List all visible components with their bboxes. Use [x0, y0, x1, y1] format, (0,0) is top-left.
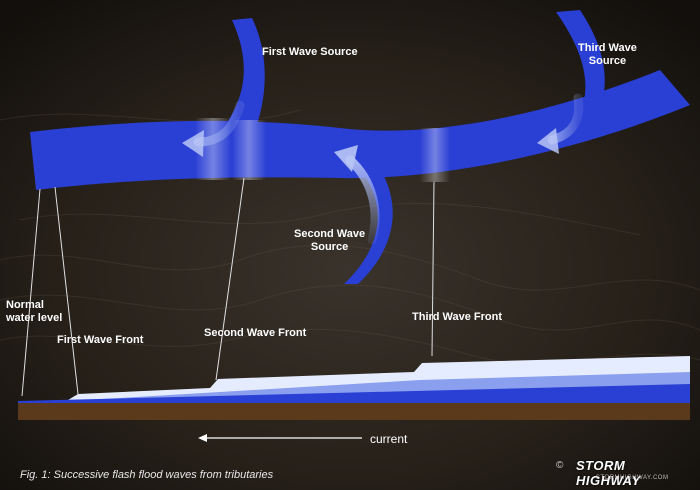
leader-third-front	[431, 181, 435, 357]
third-wave-source-line2: Source	[588, 55, 627, 67]
logo-brand-text: STORM HIGHWAY	[576, 458, 641, 488]
second-wave-source-line2: Source	[310, 241, 349, 253]
copyright-symbol: ©	[556, 460, 564, 471]
first-wave-source-stream	[222, 18, 265, 138]
second-wave-arrow	[345, 155, 380, 245]
leader-first-front	[54, 186, 79, 395]
first-wave-front-label: First Wave Front	[57, 334, 144, 346]
first-wave-arrowhead	[182, 130, 204, 157]
third-wave-front-label: Third Wave Front	[412, 311, 503, 323]
second-front-band	[232, 120, 266, 180]
leader-second-front	[215, 177, 245, 381]
riverbed-ground	[18, 403, 690, 420]
normal-water-level-line2: water level	[6, 312, 63, 324]
leader-lines	[21, 177, 435, 397]
current-label: current	[370, 432, 408, 446]
second-wave-arrowhead	[334, 145, 358, 172]
current-arrowhead	[198, 434, 207, 442]
second-wave-front-label: Second Wave Front	[204, 327, 307, 339]
storm-highway-logo: © STORM HIGHWAY STORMHIGHWAY.COM	[556, 458, 684, 488]
logo-site-text: STORMHIGHWAY.COM	[596, 475, 669, 481]
second-wave-source-stream	[344, 172, 393, 284]
leader-normal-water	[21, 188, 41, 397]
second-wave-source-line1: Second Wave	[294, 228, 366, 240]
normal-water-level-label: Normal water level	[6, 299, 62, 325]
third-front-band	[420, 128, 450, 182]
third-wave-arrowhead	[537, 128, 559, 154]
water-layer-blue	[18, 384, 690, 404]
first-wave-source-label: First Wave Source	[262, 46, 358, 58]
third-wave-source-line1: Third Wave	[578, 42, 637, 54]
third-wave-source-label: Third Wave Source	[578, 42, 637, 68]
second-wave-source-label: Second Wave Source	[294, 228, 365, 254]
figure-caption: Fig. 1: Successive flash flood waves fro…	[20, 469, 274, 481]
normal-water-level-line1: Normal	[6, 299, 44, 311]
